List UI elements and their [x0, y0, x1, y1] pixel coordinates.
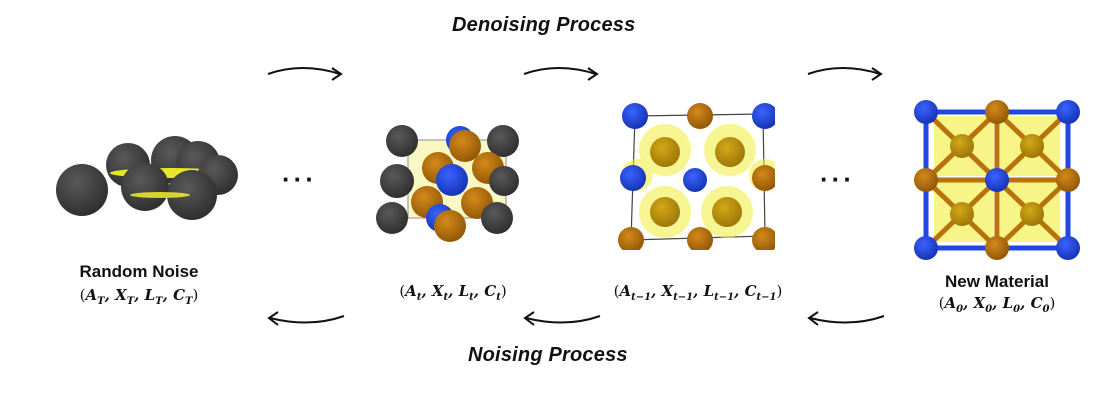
- noise-arrow-2: [523, 311, 601, 326]
- denoising-process-title: Denoising Process: [452, 14, 636, 36]
- tuple-stage-t-minus-1: (At−1, Xt−1, Lt−1, Ct−1): [613, 282, 783, 303]
- intermediate-t-minus-1-structure: [618, 103, 775, 250]
- noise-arrow-3: [807, 311, 885, 326]
- denoise-arrow-2: [523, 67, 599, 81]
- intermediate-t-structure: [376, 125, 519, 242]
- tuple-stage-T: (AT, XT, LT, CT): [79, 286, 199, 307]
- new-material-label: New Material: [945, 272, 1049, 291]
- ellipsis-right: ···: [820, 164, 855, 194]
- noising-process-title: Noising Process: [468, 344, 628, 366]
- tuple-stage-t: (At, Xt, Lt, Ct): [399, 282, 507, 303]
- tuple-stage-0: (A0, X0, L0, C0): [938, 294, 1056, 315]
- noise-arrow-1: [267, 311, 345, 326]
- denoise-arrow-1: [267, 67, 343, 81]
- random-noise-label: Random Noise: [79, 262, 199, 281]
- new-material-structure: [914, 100, 1080, 260]
- ellipsis-left: ···: [282, 164, 317, 194]
- denoise-arrow-3: [807, 67, 883, 81]
- random-noise-structure: [56, 136, 238, 220]
